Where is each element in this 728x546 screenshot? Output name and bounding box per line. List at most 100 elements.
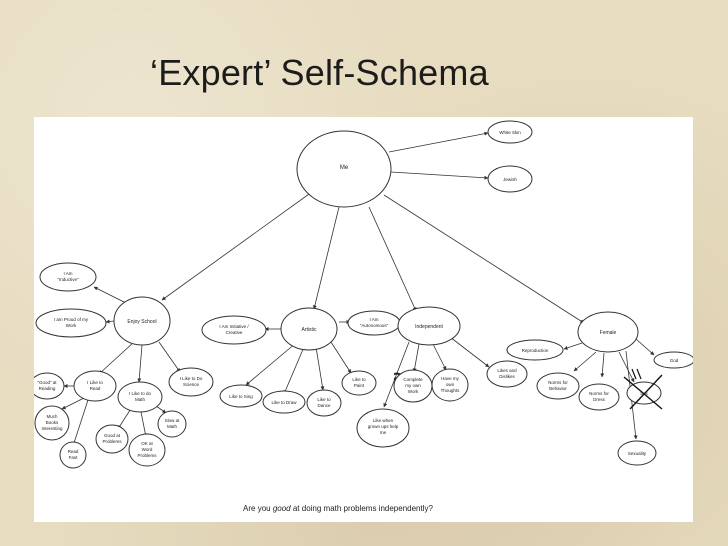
node-like-to-dance-line2: Dance: [317, 403, 331, 408]
node-sexuality: Sexuality: [617, 440, 657, 466]
edge-enjoy-school-math: [137, 344, 143, 383]
node-like-to-read-line2: Read: [90, 386, 101, 391]
node-good-at-reading: “Good” at Reading: [34, 372, 65, 400]
node-much-books-interesting-line3: Interesting: [41, 426, 63, 431]
node-ok-at-word-problems: OK at Word Problems: [128, 433, 166, 467]
node-like-to-dance-line1: Like to: [317, 397, 331, 402]
edge-independent-likes: [449, 336, 490, 368]
node-like-to-do-math-line1: I Like to do: [129, 391, 152, 396]
node-likes-and-dislikes-line2: Dislikes: [499, 374, 515, 379]
node-reproduction-label: Reproduction: [522, 348, 549, 353]
node-enjoy-school-label: Enjoy School: [127, 319, 156, 325]
slide-title: ‘Expert’ Self-Schema: [150, 52, 489, 93]
node-read-fast: Read Fast: [59, 441, 87, 469]
node-i-am-inductive: I Am “Inductive”: [39, 262, 97, 292]
node-much-books-interesting: Much Books Interesting: [34, 405, 70, 441]
node-good-at-reading-line2: Reading: [39, 386, 56, 391]
node-artistic: Artistic: [280, 307, 338, 351]
edge-read-fast: [72, 399, 89, 447]
edge-me-white-skin: [388, 131, 489, 153]
node-i-am-inductive-line2: “Inductive”: [57, 277, 79, 282]
edge-independent-grownups: [383, 341, 410, 408]
node-like-to-read-line1: I Like to: [87, 380, 103, 385]
node-i-am-inductive-line1: I Am: [63, 271, 72, 276]
node-female: Female: [577, 311, 639, 353]
node-sexuality-label: Sexuality: [628, 451, 647, 456]
edge-enjoy-school-read: [98, 341, 135, 375]
node-read-fast-line1: Read: [68, 449, 79, 454]
edge-independent-thoughts: [431, 341, 447, 371]
edge-female-sex: [618, 351, 635, 383]
node-norms-behavior-line1: Norms for: [548, 380, 568, 385]
node-slow-at-math: Slow at Math: [157, 410, 187, 438]
diagram-edges: [61, 131, 655, 447]
node-white-skin: White Skin: [487, 120, 533, 144]
node-me-label: Me: [340, 165, 349, 171]
edge-artistic-sing: [245, 342, 297, 386]
edge-artistic-paint: [328, 338, 352, 374]
edge-me-artistic: [312, 206, 340, 310]
edge-read-books: [61, 397, 85, 410]
node-have-own-thoughts-line1: Have my: [441, 376, 460, 381]
node-slow-at-math-line2: Math: [167, 424, 178, 429]
edge-me-enjoy-school: [161, 188, 317, 301]
node-much-books-interesting-line2: Books: [46, 420, 59, 425]
node-autonomous-line1: I Am: [369, 317, 378, 322]
node-norms-dress-line1: Norms for: [589, 391, 609, 396]
node-like-to-do-math-line2: Math: [135, 397, 146, 402]
node-complete-own-work: Complete my own Work: [393, 369, 433, 403]
schema-diagram-panel: Me White Skin Jewish I Am “Inductive” I …: [34, 117, 693, 522]
edge-female-dress: [600, 352, 605, 378]
node-reproduction: Reproduction: [506, 339, 564, 361]
node-like-to-paint-line2: Paint: [354, 383, 365, 388]
node-proud-of-work: I am Proud of my Work: [35, 308, 107, 338]
edge-independent-complete: [412, 343, 420, 373]
node-independent-label: Independent: [415, 324, 443, 330]
edge-enjoy-school-proud: [105, 319, 115, 324]
node-complete-own-work-line2: my own: [405, 383, 421, 388]
node-like-to-sing: Like to Sing: [219, 384, 263, 408]
node-female-label: Female: [600, 330, 617, 336]
edge-female-god: [635, 338, 655, 356]
node-ok-at-word-problems-line2: Word: [142, 447, 153, 452]
node-god-label: God: [670, 358, 679, 363]
edge-female-reproduction: [563, 342, 583, 350]
node-good-at-problems-line1: Good at: [104, 433, 121, 438]
node-good-at-problems-line2: Problems: [102, 439, 122, 444]
schema-diagram: Me White Skin Jewish I Am “Inductive” I …: [34, 120, 693, 513]
node-initiative-creative: I Am Initiative / Creative: [201, 315, 267, 345]
node-ok-at-word-problems-line1: OK at: [141, 441, 153, 446]
node-white-skin-label: White Skin: [499, 130, 521, 135]
node-likes-and-dislikes-line1: Likes and: [497, 368, 517, 373]
node-enjoy-school: Enjoy School: [113, 296, 171, 346]
node-have-own-thoughts: Have my own Thoughts: [431, 368, 469, 402]
node-proud-of-work-line2: Work: [66, 323, 77, 328]
node-independent: Independent: [397, 306, 461, 346]
diagram-annotation: Are you good at doing math problems inde…: [243, 504, 433, 513]
node-like-grownups-help-line1: Like when: [373, 418, 394, 423]
node-jewish-label: Jewish: [503, 177, 517, 182]
node-have-own-thoughts-line3: Thoughts: [441, 388, 461, 393]
edge-artistic-dance: [315, 346, 325, 391]
node-artistic-label: Artistic: [302, 327, 318, 333]
node-norms-dress: Norms for Dress: [578, 383, 620, 411]
node-have-own-thoughts-line2: own: [446, 382, 455, 387]
node-god: God: [653, 351, 693, 369]
node-like-to-do-science: I Like to Do Science: [168, 367, 214, 397]
node-complete-own-work-line3: Work: [408, 389, 419, 394]
node-much-books-interesting-line1: Much: [46, 414, 58, 419]
node-jewish: Jewish: [487, 165, 533, 193]
node-ok-at-word-problems-line3: Problems: [137, 453, 157, 458]
node-like-to-draw: Like to Draw: [262, 390, 306, 414]
node-likes-and-dislikes: Likes and Dislikes: [486, 360, 528, 388]
node-like-to-draw-label: Like to Draw: [271, 400, 297, 405]
node-like-grownups-help: Like when grown ups help me: [356, 408, 410, 448]
node-initiative-creative-line2: Creative: [226, 330, 243, 335]
edge-artistic-draw: [283, 346, 305, 395]
edge-me-jewish: [390, 171, 489, 180]
node-norms-behavior-line2: Behavior: [549, 386, 567, 391]
node-proud-of-work-line1: I am Proud of my: [54, 317, 89, 322]
node-like-to-paint-line1: Like to: [352, 377, 366, 382]
node-norms-behavior: Norms for Behavior: [536, 372, 580, 400]
node-good-at-reading-line1: “Good” at: [37, 380, 57, 385]
